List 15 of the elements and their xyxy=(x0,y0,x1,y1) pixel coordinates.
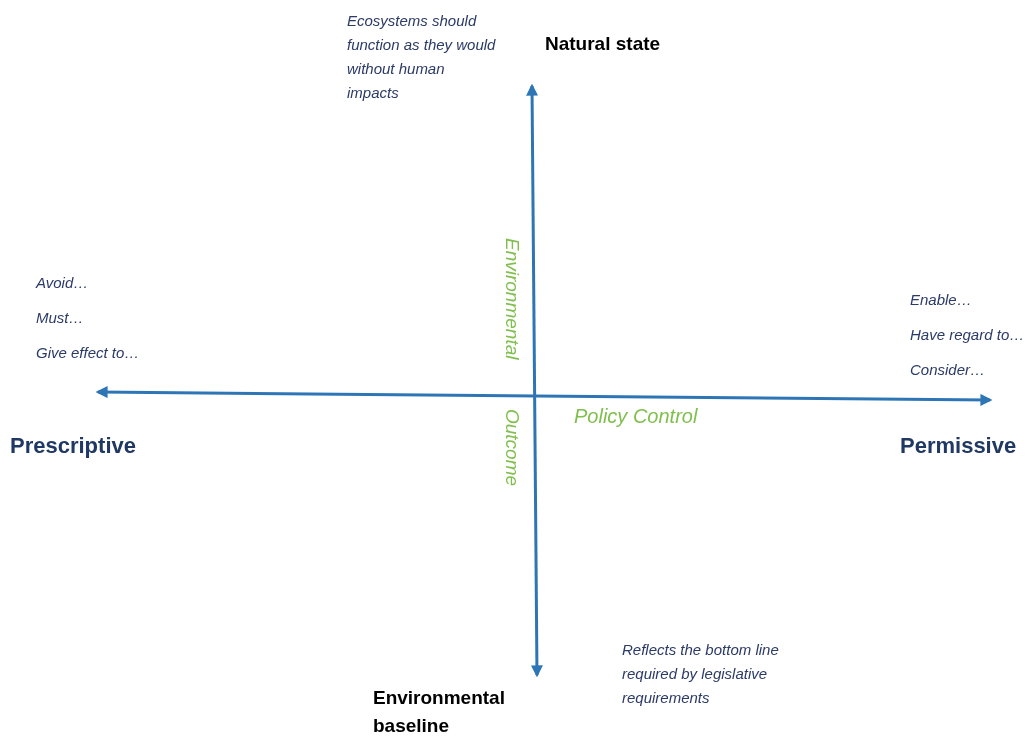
annotation-text: Ecosystems should function as they would without human impacts xyxy=(347,11,497,103)
example-wording: Enable… xyxy=(910,290,972,310)
example-wording: Consider… xyxy=(910,360,986,380)
axis-end-label: Prescriptive xyxy=(10,433,136,459)
axis-title: Environmental xyxy=(501,238,523,360)
example-wording: Must… xyxy=(36,308,84,328)
annotation-text: Reflects the bottom line required by legislative requirements xyxy=(622,640,780,708)
axis-title: Policy Control xyxy=(574,405,698,427)
example-wording: Give effect to… xyxy=(36,343,140,363)
axis-end-label: Environmental baseline xyxy=(373,686,506,738)
example-wording: Avoid… xyxy=(36,273,89,293)
axis-title: Outcome xyxy=(501,409,523,487)
axis-end-label: Natural state xyxy=(545,32,661,56)
example-wording: Have regard to… xyxy=(910,325,1025,345)
axis-end-label: Permissive xyxy=(900,433,1017,459)
